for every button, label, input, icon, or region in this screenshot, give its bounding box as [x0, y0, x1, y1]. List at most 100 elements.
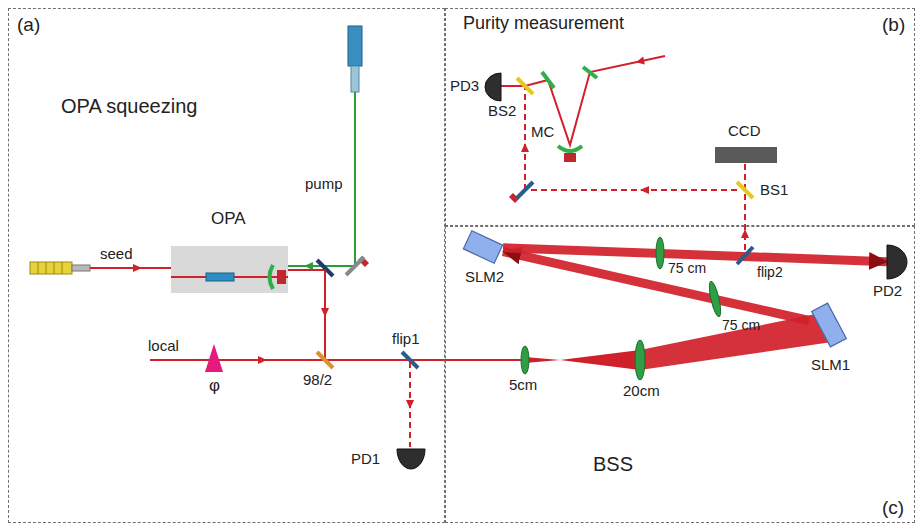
photodetector-outline: [485, 73, 501, 101]
spatial-light-modulator: SLM1: [809, 301, 849, 349]
spatial-light-modulator-outline: [809, 301, 849, 349]
slm-panel: [463, 231, 502, 263]
optic-part: [150, 359, 525, 361]
part-label: 5cm: [509, 377, 537, 394]
optic-part: [640, 186, 649, 194]
panel-region: (b)Purity measurementPD3CCD: [445, 8, 915, 226]
panel-label: (c): [882, 498, 904, 519]
optic-part: [560, 350, 640, 370]
photodetector-outline: [397, 449, 425, 469]
optic-part: [348, 26, 362, 66]
optic-part: [54, 262, 55, 274]
beam-splitter: [737, 182, 753, 198]
beam-path: [503, 252, 809, 321]
beam-path: [503, 248, 887, 262]
panel-label: BSS: [593, 453, 633, 475]
component-label: SLM1: [811, 357, 850, 374]
expander-beam: [525, 314, 832, 370]
spatial-light-modulator-outline: [463, 231, 503, 263]
part-label: 75 cm: [668, 261, 706, 276]
optic-part: [90, 267, 171, 269]
part-label: BS2: [488, 103, 516, 120]
optic-part: [525, 189, 737, 191]
lens: [521, 346, 529, 374]
optic-part: [258, 356, 267, 364]
optic-part: [133, 264, 142, 272]
optic-part: [346, 257, 364, 275]
component-label: OPA: [211, 210, 246, 229]
optic-part: [542, 72, 554, 88]
optic-part: [30, 262, 72, 274]
photodetector: PD3: [485, 73, 501, 101]
pd1-beam: [406, 362, 414, 447]
component-label: PD1: [351, 451, 380, 468]
part-label: MC: [531, 124, 554, 141]
squeezed-beam: [321, 270, 329, 360]
cavity-mirror: [270, 265, 274, 289]
optic-part: [525, 357, 560, 363]
camera-body: [715, 147, 777, 163]
optic-part: [406, 400, 414, 409]
detector-body: [887, 245, 907, 279]
optic-part: [62, 262, 63, 274]
detector-body: [485, 73, 501, 101]
spatial-light-modulator: SLM2: [463, 231, 503, 263]
optic-part: [521, 143, 529, 152]
local-beam: [150, 356, 525, 364]
optic-part: [500, 56, 665, 145]
optic-part: [354, 92, 356, 266]
optic-part: [321, 308, 329, 317]
pump-fiber: [348, 26, 362, 92]
pump-mirror: [346, 256, 369, 275]
photodetector: PD2: [887, 245, 907, 279]
lens: [656, 237, 664, 269]
part-label: 75 cm: [722, 318, 760, 333]
ccd-camera: CCD: [715, 147, 777, 163]
optic-part: [351, 66, 359, 92]
photodetector: PD1: [397, 449, 425, 469]
optic-part: [558, 146, 582, 151]
phase-prism: [205, 344, 223, 372]
nonlinear-crystal: [206, 273, 234, 281]
part-label: flip1: [392, 331, 420, 348]
optic-part: [288, 269, 325, 271]
component-label: PD2: [873, 283, 902, 300]
photodetector-outline: [887, 245, 907, 279]
seed-fiber: [30, 262, 90, 274]
part-label: 20cm: [623, 383, 660, 400]
part-label: φ: [209, 377, 220, 396]
optic-part: [741, 229, 749, 238]
component-label: SLM2: [465, 269, 504, 286]
part-label: flip2: [757, 265, 783, 280]
optic-part: [564, 153, 576, 162]
opa-cavity-outline: [171, 246, 288, 293]
detector-body: [397, 449, 425, 469]
steering-mirror: [509, 182, 533, 203]
optic-part: [517, 182, 533, 198]
part-label: BS1: [760, 182, 788, 199]
optic-part: [636, 57, 645, 65]
opa-housing: [171, 246, 288, 293]
part-label: seed: [100, 246, 133, 263]
pump-beam: [288, 92, 355, 270]
mode-cleaner-beam: [500, 56, 665, 145]
panel-region: (a) OPA squeezingOPA PD1: [8, 8, 445, 523]
part-label: local: [148, 338, 179, 355]
mirror-mount: [277, 270, 286, 284]
component-label: PD3: [450, 78, 479, 95]
optic-part: [583, 67, 597, 78]
beam-splitter: [517, 78, 533, 94]
part-label: 98/2: [303, 372, 332, 389]
ccd-camera-outline: [715, 147, 777, 163]
panel-label: (b): [882, 15, 905, 36]
panel-label: (a): [17, 15, 40, 36]
lens: [707, 281, 723, 318]
panel-region: (c)BSSSLM2PD2SLM1: [445, 226, 915, 523]
mode-cleaner: [542, 67, 597, 162]
optic-part: [524, 88, 526, 190]
slm-panel: [812, 303, 847, 347]
component-label: CCD: [728, 123, 761, 140]
panel-label: OPA squeezing: [61, 95, 197, 117]
seed-beam: [90, 264, 171, 272]
